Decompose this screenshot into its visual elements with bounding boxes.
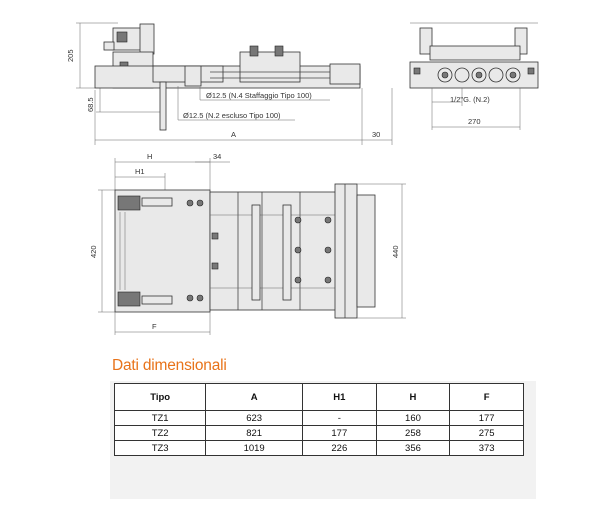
side-view: 205 68.5 Ø12.5 (N.4 Staffaggio Tipo 100) <box>66 22 393 145</box>
dim-30-label: 30 <box>372 130 380 139</box>
table-row: TZ3 1019 226 356 373 <box>113 440 524 456</box>
col-header-tipo: Tipo <box>113 383 207 411</box>
dim-420-label: 420 <box>89 245 98 258</box>
label-dia-n4: Ø12.5 (N.4 Staffaggio Tipo 100) <box>206 91 312 100</box>
table-row: TZ1 623 - 160 177 <box>113 410 524 426</box>
table-row: TZ2 821 177 258 275 <box>113 425 524 441</box>
table-cell: TZ3 <box>113 440 207 456</box>
label-thread: 1/2"G. (N.2) <box>450 95 490 104</box>
table-cell: 177 <box>302 425 377 441</box>
col-header-a: A <box>205 383 303 411</box>
table-cell: 821 <box>205 425 303 441</box>
table-cell: 373 <box>449 440 524 456</box>
front-view: 1/2"G. (N.2) 270 <box>409 22 539 130</box>
table-cell: 160 <box>375 410 451 426</box>
dim-205-label: 205 <box>66 49 75 62</box>
col-header-h: H <box>375 383 451 411</box>
table-cell: - <box>302 410 377 426</box>
table-cell: TZ1 <box>113 410 207 426</box>
table-cell: 1019 <box>205 440 303 456</box>
dim-440-label: 440 <box>391 245 400 258</box>
section-title: Dati dimensionali <box>112 357 227 374</box>
dim-F-label: F <box>152 322 157 331</box>
table-cell: 356 <box>375 440 451 456</box>
table-cell: 226 <box>302 440 377 456</box>
table-cell: 258 <box>375 425 451 441</box>
table-cell: 275 <box>449 425 524 441</box>
table-header-row: Tipo A H1 H F <box>113 383 524 411</box>
table-cell: 623 <box>205 410 303 426</box>
dim-H1-label: H1 <box>135 167 145 176</box>
dimension-table: Tipo A H1 H F TZ1 623 - 160 177 TZ2 821 … <box>113 383 524 456</box>
col-header-f: F <box>449 383 524 411</box>
dim-H-label: H <box>147 152 152 161</box>
dimension-table-panel: Tipo A H1 H F TZ1 623 - 160 177 TZ2 821 … <box>110 381 536 499</box>
technical-drawing: 205 68.5 Ø12.5 (N.4 Staffaggio Tipo 100) <box>66 22 539 335</box>
dim-68-5-label: 68.5 <box>86 97 95 112</box>
table-cell: 177 <box>449 410 524 426</box>
dim-270-label: 270 <box>468 117 481 126</box>
table-cell: TZ2 <box>113 425 207 441</box>
col-header-h1: H1 <box>302 383 377 411</box>
top-view: H H1 34 420 360 335 <box>89 152 406 335</box>
dim-A-label: A <box>231 130 236 139</box>
label-dia-n2: Ø12.5 (N.2 escluso Tipo 100) <box>183 111 281 120</box>
dim-34-label: 34 <box>213 152 221 161</box>
